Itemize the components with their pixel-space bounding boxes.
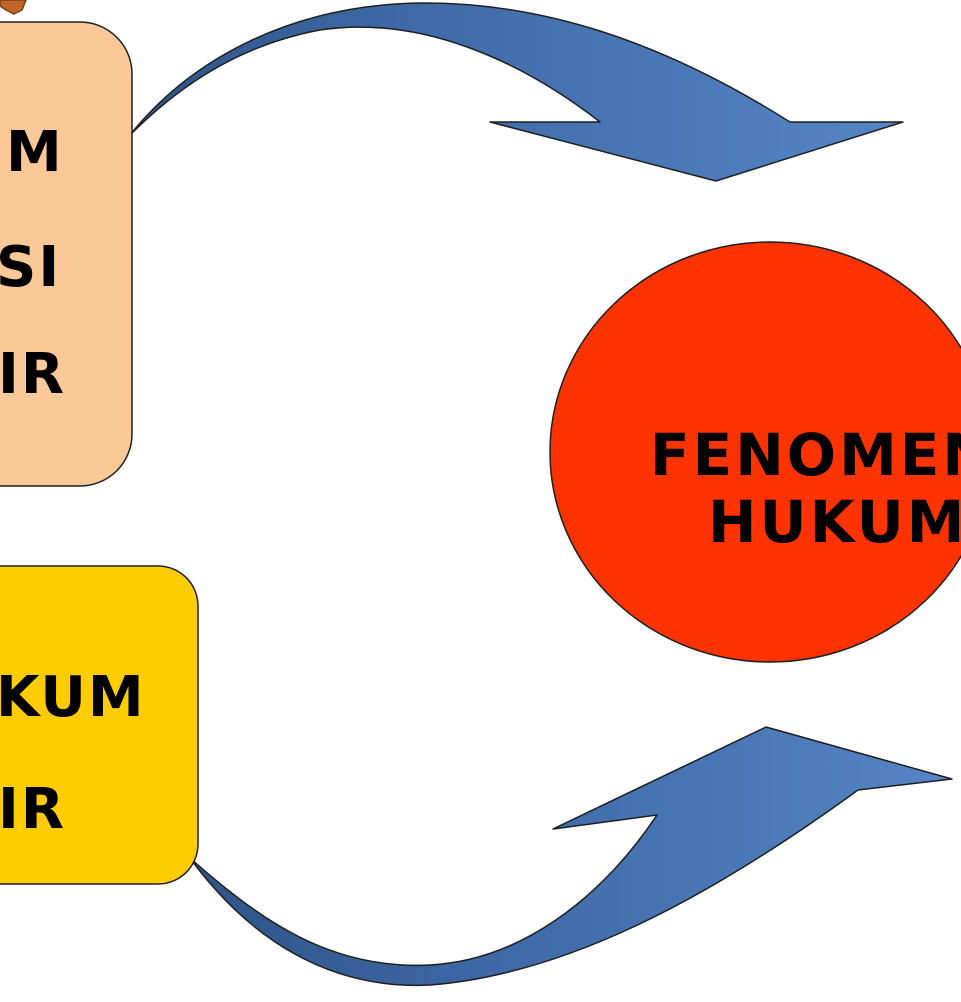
bottom-concept-box [0, 565, 199, 885]
top-concept-box [0, 21, 133, 487]
top-box-line-1: M [6, 120, 64, 185]
fenomena-ellipse [549, 241, 961, 663]
corner-decoration [0, 0, 27, 15]
ellipse-line-2: HUKUM [708, 488, 961, 556]
top-box-line-3: IR [0, 342, 66, 407]
bottom-curved-arrow [189, 726, 953, 987]
top-box-line-2: SI [0, 235, 61, 300]
bottom-box-line-1: KUM [0, 665, 146, 730]
bottom-box-line-2: IR [0, 777, 66, 842]
ellipse-line-1: FENOMEN [650, 421, 961, 489]
top-curved-arrow [129, 2, 904, 182]
